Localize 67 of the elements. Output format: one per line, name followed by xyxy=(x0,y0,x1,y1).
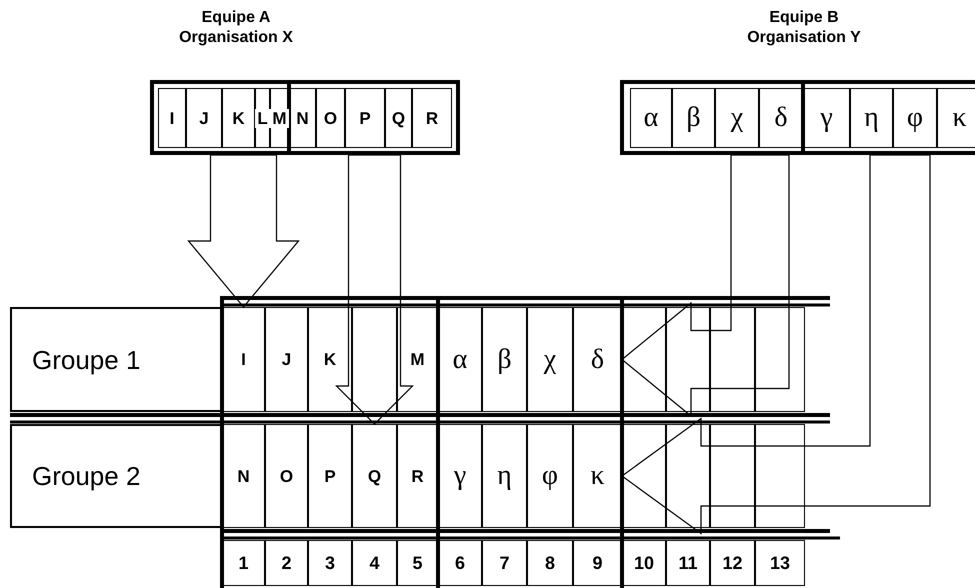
column-number: 7 xyxy=(482,540,527,586)
grid-cell xyxy=(482,424,527,528)
column-number: 8 xyxy=(527,540,573,586)
column-number: 3 xyxy=(308,540,352,586)
column-number: 11 xyxy=(666,540,710,586)
grid-cell xyxy=(265,307,308,412)
grid-cell xyxy=(255,88,270,148)
grid-cell xyxy=(352,307,397,412)
grid-cell xyxy=(265,424,308,528)
grid-cell xyxy=(397,424,438,528)
column-number: 13 xyxy=(755,540,805,586)
grid-cell xyxy=(622,307,666,412)
grid-cell xyxy=(527,424,573,528)
grid-cell xyxy=(158,88,186,148)
grid-cell xyxy=(937,88,975,148)
grid-cell xyxy=(672,88,715,148)
grid-cell xyxy=(222,424,265,528)
grid-cell xyxy=(289,88,316,148)
grid-cell xyxy=(710,307,755,412)
grid-cell xyxy=(666,307,710,412)
group-label-box xyxy=(10,424,222,528)
team-heading: Equipe B Organisation Y xyxy=(746,8,862,48)
grid-cell xyxy=(622,424,666,528)
grid-cell xyxy=(630,88,672,148)
group-label-box xyxy=(10,307,222,412)
grid-cell xyxy=(438,424,482,528)
grid-cell xyxy=(573,307,622,412)
grid-cell xyxy=(222,88,255,148)
grid-cell xyxy=(316,88,345,148)
grid-cell xyxy=(352,424,397,528)
grid-cell xyxy=(710,424,755,528)
team-heading: Equipe A Organisation X xyxy=(178,8,294,48)
column-number: 5 xyxy=(397,540,438,586)
grid-cell xyxy=(222,307,265,412)
column-number: 9 xyxy=(573,540,622,586)
grid-cell xyxy=(345,88,385,148)
grid-cell xyxy=(850,88,893,148)
column-number: 1 xyxy=(222,540,265,586)
grid-cell xyxy=(438,307,482,412)
grid-cell xyxy=(527,307,573,412)
grid-cell xyxy=(573,424,622,528)
cell-letter: M xyxy=(270,108,289,128)
grid-cell xyxy=(755,424,805,528)
block-arrow xyxy=(187,154,300,308)
grid-cell xyxy=(412,88,452,148)
column-number: 6 xyxy=(438,540,482,586)
grid-cell xyxy=(186,88,222,148)
grid-cell xyxy=(397,307,438,412)
grid-cell xyxy=(666,424,710,528)
grid-cell xyxy=(308,307,352,412)
grid-cell xyxy=(385,88,412,148)
grid-cell xyxy=(893,88,937,148)
column-number: 12 xyxy=(710,540,755,586)
grid-cell xyxy=(715,88,759,148)
grid-cell xyxy=(308,424,352,528)
grid-cell xyxy=(482,307,527,412)
cell-letter: L xyxy=(255,108,270,128)
column-number: 4 xyxy=(352,540,397,586)
group-label: Groupe 1 xyxy=(32,346,140,372)
group-label: Groupe 2 xyxy=(32,463,140,489)
column-number: 2 xyxy=(265,540,308,586)
column-number: 10 xyxy=(622,540,666,586)
grid-cell xyxy=(270,88,289,148)
grid-cell xyxy=(803,88,850,148)
block-arrow xyxy=(335,154,414,425)
grid-cell xyxy=(759,88,803,148)
grid-cell xyxy=(755,307,805,412)
